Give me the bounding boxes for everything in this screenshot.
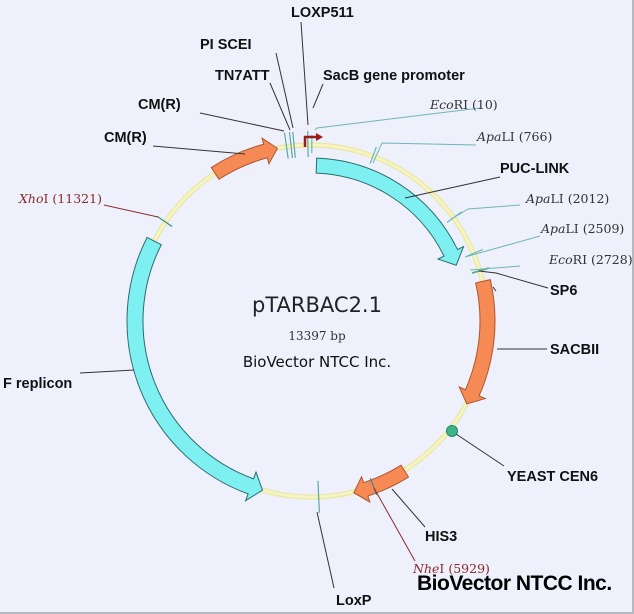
label-puc-link: PUC-LINK (500, 161, 570, 177)
leader-his3 (391, 488, 426, 528)
leader-xhoi (103, 204, 159, 218)
puc-link-arrow[interactable] (315, 157, 465, 266)
label-nhei-5929: NheI (5929) (412, 561, 490, 576)
leader-f-replicon (79, 369, 135, 374)
leader-ecori-10 (314, 107, 481, 131)
label-sacb-promoter: SacB gene promoter (323, 68, 465, 84)
leader-tn7att (199, 112, 285, 132)
yeast-cen6-dot[interactable] (446, 425, 458, 437)
company-name: BioVector NTCC Inc. (243, 353, 391, 371)
label-ecori-10: EcoRI (10) (429, 97, 498, 112)
label-t7: LOXP511 (291, 5, 354, 21)
sacbii-arrow[interactable] (458, 279, 496, 405)
leader-sacb-promoter (312, 83, 324, 109)
label-his3: HIS3 (425, 529, 457, 545)
label-sp6: SP6 (550, 283, 577, 299)
loxp-tick (317, 480, 320, 513)
leader-sp6a (492, 286, 497, 292)
leader-cmr (152, 145, 246, 155)
his3-arrow[interactable] (353, 464, 410, 504)
leader-sp6 (478, 270, 549, 289)
label-apali-766: ApaLI (766) (476, 129, 552, 144)
label-xhoi-11321: XhoI (11321) (18, 191, 102, 206)
leader-apali-2509 (464, 235, 541, 258)
promoter-arrowhead-icon (316, 133, 323, 141)
leader-t7 (300, 21, 309, 126)
label-apali-2509: ApaLI (2509) (540, 221, 624, 236)
loxp511-tick (292, 131, 296, 158)
leader-apali-2012 (449, 204, 521, 221)
label-cmr: CM(R) (104, 130, 147, 146)
label-yeast-cen6: YEAST CEN6 (507, 469, 598, 485)
label-f-replicon: F replicon (3, 376, 72, 392)
leader-nhei (373, 487, 416, 562)
leader-puc-link (404, 176, 501, 199)
label-ecori-2728: EcoRI (2728) (548, 252, 633, 267)
site-tick-xhoi-11321 (156, 215, 173, 228)
label-apali-2012: ApaLI (2012) (525, 191, 609, 206)
site-tick-nhei-5929 (369, 477, 378, 496)
pi-scei-tick (288, 132, 294, 159)
site-tick-apali-766 (369, 146, 377, 164)
leader-pi-scei (269, 82, 291, 131)
leader-loxp511 (275, 52, 294, 129)
cm-r-arrow[interactable] (210, 137, 279, 180)
tn7att-tick (283, 132, 289, 159)
label-sacbii: SACBII (550, 342, 599, 358)
red-site-leader-lines (103, 204, 416, 562)
promoter-arrow-icon (303, 135, 318, 147)
watermark: BioVector NTCC Inc. (417, 572, 612, 595)
f-replicon-arrow[interactable] (126, 236, 264, 502)
site-leader-lines (314, 107, 541, 271)
label-loxp: LoxP (336, 593, 372, 609)
plasmid-name: pTARBAC2.1 (252, 293, 382, 317)
plasmid-size: 13397 bp (288, 329, 346, 343)
leader-apali-766 (372, 142, 477, 164)
label-pi-scei: TN7ATT (215, 68, 270, 84)
label-tn7att: CM(R) (138, 97, 181, 113)
leader-loxp (316, 511, 335, 589)
leader-ecori-2728 (469, 265, 521, 271)
label-loxp511: PI SCEI (200, 37, 252, 53)
leader-lines (79, 21, 547, 589)
leader-yeast-cen6 (455, 433, 505, 467)
site-tick-apali-2509 (465, 249, 483, 258)
